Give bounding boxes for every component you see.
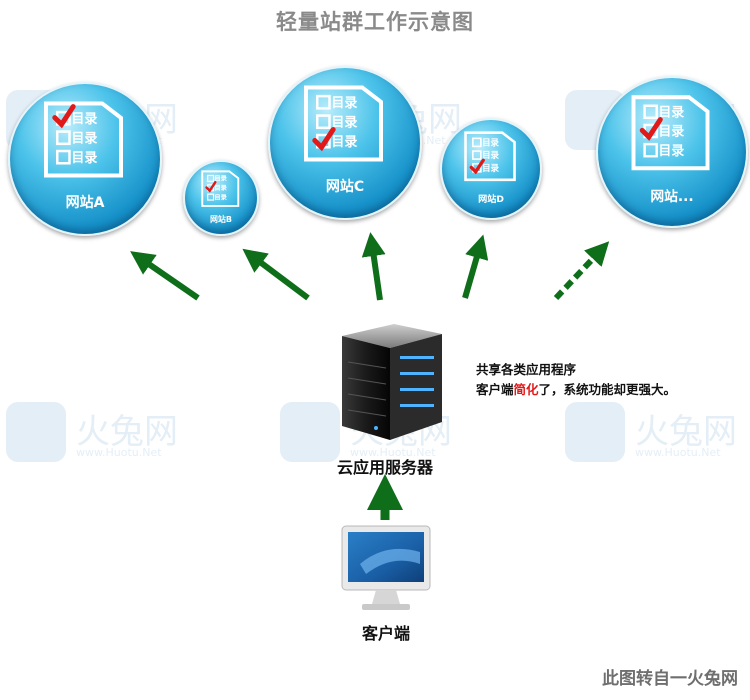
server-label: 云应用服务器 — [336, 458, 433, 477]
checkbox-icon — [56, 130, 71, 146]
checkmark-icon — [52, 104, 76, 129]
website-label: 网站... — [650, 188, 694, 205]
checkmark-icon — [312, 127, 336, 152]
rabbit-logo-icon — [6, 402, 66, 462]
diagram-title: 轻量站群工作示意图 — [276, 10, 474, 34]
website-node-c: 目录目录目录网站C — [268, 66, 422, 220]
checklist-item-label: 目录 — [659, 144, 685, 159]
note-text: 客户端 — [476, 382, 514, 397]
checklist-item-label: 目录 — [482, 151, 499, 161]
checklist-item-label: 目录 — [482, 164, 499, 174]
watermark-brand: 火兔网 — [635, 412, 737, 452]
client-label: 客户端 — [361, 624, 410, 643]
arrow-to-site-c — [361, 232, 386, 301]
checklist-item-label: 目录 — [214, 175, 227, 183]
checklist-item-label: 目录 — [214, 193, 227, 201]
checklist-item-label: 目录 — [659, 125, 685, 140]
watermark-url: www.Huotu.Net — [76, 446, 162, 459]
rabbit-logo-icon — [565, 402, 625, 462]
checklist-item-label: 目录 — [659, 105, 685, 120]
checkbox-icon — [643, 142, 658, 158]
arrow-to-site-d — [462, 234, 489, 299]
watermark-url: www.Huotu.Net — [635, 446, 721, 459]
website-node-b: 目录目录目录网站B — [183, 160, 259, 236]
note-line-2: 客户端简化了，系统功能却更强大。 — [476, 380, 676, 400]
checkmark-icon — [639, 117, 663, 141]
website-node-more: 目录目录目录网站... — [596, 76, 748, 228]
checkmark-icon — [205, 180, 217, 193]
note-text: 了，系统功能却更强大。 — [538, 382, 677, 397]
checkbox-icon — [643, 104, 658, 120]
checklist-item-label: 目录 — [331, 135, 357, 150]
website-label: 网站C — [325, 179, 365, 195]
checkbox-icon — [207, 174, 215, 182]
monitor-icon — [341, 525, 431, 610]
website-label: 网站B — [209, 214, 233, 224]
checklist-item-label: 目录 — [71, 151, 97, 166]
website-label: 网站A — [65, 195, 105, 211]
rabbit-logo-icon — [280, 402, 340, 462]
source-footer: 此图转自一火兔网 — [602, 669, 738, 689]
feature-note: 共享各类应用程序 客户端简化了，系统功能却更强大。 — [476, 360, 676, 400]
checklist-item-label: 目录 — [482, 138, 499, 148]
server-icon — [342, 324, 442, 440]
checklist-item-label: 目录 — [71, 131, 97, 146]
checkbox-icon — [207, 193, 215, 201]
website-node-a: 目录目录目录网站A — [8, 82, 162, 236]
watermark-url: www.Huotu.Net — [350, 446, 436, 459]
website-node-d: 目录目录目录网站D — [440, 118, 542, 220]
checkmark-icon — [469, 158, 485, 175]
arrow-to-site-a — [130, 251, 200, 301]
note-highlight: 简化 — [513, 382, 539, 397]
checkbox-icon — [56, 149, 71, 165]
watermark-brand: 火兔网 — [76, 412, 178, 452]
website-label: 网站D — [478, 194, 504, 205]
checklist-item-label: 目录 — [71, 112, 97, 127]
checklist-item-label: 目录 — [214, 184, 227, 192]
arrow-to-site-b — [242, 248, 310, 301]
checkbox-icon — [316, 94, 331, 110]
arrow-to-site-more — [553, 241, 610, 301]
note-line-1: 共享各类应用程序 — [476, 362, 577, 377]
checkbox-icon — [472, 150, 482, 160]
checklist-item-label: 目录 — [331, 115, 357, 130]
checklist-item-label: 目录 — [331, 96, 357, 111]
checkbox-icon — [472, 137, 482, 148]
checkbox-icon — [316, 114, 331, 130]
